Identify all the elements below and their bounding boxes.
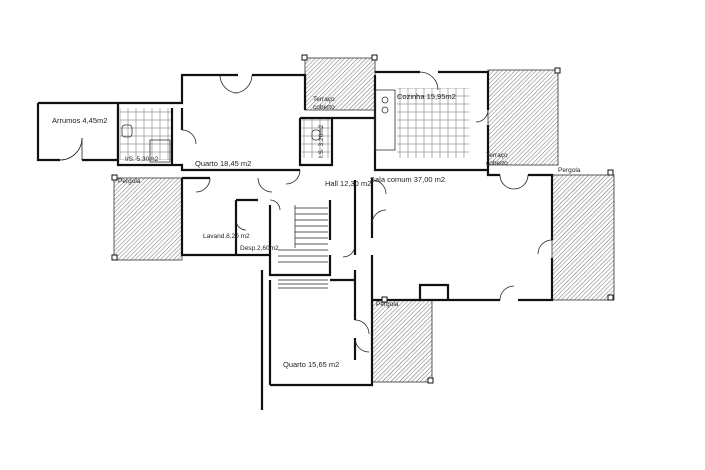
kitchen-tiles [397, 88, 469, 158]
is-small-tiles [302, 118, 330, 158]
room-label-pergola-left: Pergola [118, 178, 141, 185]
room-label-terraco-top: Terraço coberto [313, 96, 335, 111]
is-main-tiles [120, 108, 172, 160]
room-label-arrumos: Arrumos 4,45m2 [52, 116, 108, 125]
pergola-bottom-hatch [371, 299, 433, 383]
room-label-quarto-bottom: Quarto 15,65 m2 [283, 360, 340, 369]
pergola-right-hatch [551, 174, 615, 301]
pergola-posts [111, 54, 614, 384]
room-label-hall: Hall 12,30 m2 [325, 179, 372, 188]
pergola-left-hatch [113, 177, 183, 261]
fixtures [121, 89, 396, 163]
hatched-areas [113, 57, 615, 383]
terrace-right-hatch [487, 69, 559, 166]
room-label-is-small: I.S. 3,20m2 [318, 124, 325, 158]
walls [36, 70, 554, 410]
room-label-sala: Sala comum 37,00 m2 [370, 175, 446, 184]
room-label-cozinha: Cozinha 15,95m2 [397, 92, 456, 101]
tiled-areas [120, 88, 469, 160]
room-label-pergola-bottom: Pergola [376, 301, 399, 308]
room-label-pergola-right: Pergola [558, 167, 581, 174]
room-label-quarto-top: Quarto 18,45 m2 [195, 159, 252, 168]
stair-treads [278, 205, 328, 289]
door-swings [59, 71, 553, 353]
room-label-desp: Desp.2,60m2 [240, 245, 279, 252]
room-label-lavandaria: Lavand.8,20 m2 [203, 233, 250, 240]
room-label-terraco-right: Terraço coberto [486, 152, 508, 167]
room-label-is-main: I/S. 5,30m2 [125, 156, 159, 163]
pergola-top-hatch [304, 57, 376, 111]
